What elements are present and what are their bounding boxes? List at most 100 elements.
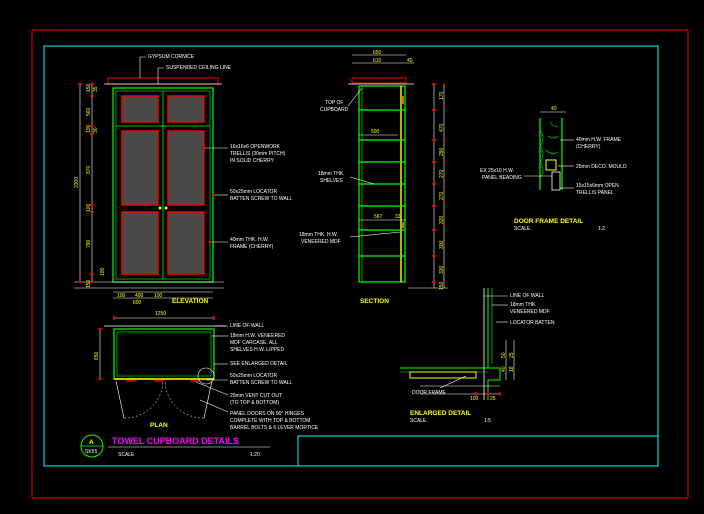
dim-label: 600 <box>133 300 142 306</box>
dim-label: 18 <box>509 366 515 372</box>
frame-detail-scale-label: SCALE <box>514 226 531 232</box>
dim-label: 170 <box>439 91 445 100</box>
enlarged-detail-callout <box>197 367 215 385</box>
dim-label: 650 <box>373 50 382 56</box>
note-enlarged: SEE ENLARGED DETAIL <box>230 361 288 367</box>
section-view: 650 610 40 500 567 33 170 470 290 270 27… <box>299 50 448 305</box>
plan-view: 1250 650 LINE OF WALL 18mm H.W. VENEERED… <box>94 311 319 431</box>
title-scale-value: 1:20 <box>250 452 260 458</box>
note-trellis-3: IN SOLID CHERRY <box>230 158 274 164</box>
gypsum-cornice <box>107 77 219 85</box>
enlarged-scale-label: SCALE <box>410 418 427 424</box>
note-ed-mdf-1: 18mm THK. <box>510 302 537 308</box>
dim-label: 40 <box>501 366 507 372</box>
dim-label: 40 <box>407 58 413 64</box>
dim-label: 290 <box>439 147 445 156</box>
dim-label: 100 <box>117 293 126 299</box>
frame-detail-scale-value: 1:2 <box>598 226 605 232</box>
plan-title: PLAN <box>150 422 168 429</box>
note-mdf-1: 18mm THK. H.W. <box>299 232 338 238</box>
note-plan-wall: LINE OF WALL <box>230 323 264 329</box>
enlarged-detail-view: 50 40 25 18 100 25 LINE OF WALL 18mm THK… <box>400 288 555 424</box>
dim-label: 300 <box>439 240 445 249</box>
note-ed-wall: LINE OF WALL <box>510 293 544 299</box>
door-frame-detail: 40 40mm H.W. FRAME (CHERRY) 25mm DECO. M… <box>480 106 627 232</box>
dim-label: 790 <box>86 239 92 248</box>
inner-border <box>43 45 659 467</box>
note-frame-2: (CHERRY) <box>576 144 601 150</box>
note-plan-locator-1: 50x25mm LOCATOR <box>230 373 277 379</box>
note-mdf-2: VENEERED MDF <box>301 239 341 245</box>
title-scale-label: SCALE <box>118 452 135 458</box>
note-trellis-1: 16x16x6 OPENWORK <box>230 144 281 150</box>
note-doors-3: BARREL BOLTS & 6 LEVER MORTICE <box>230 425 319 431</box>
note-shelves-1: 18mm THK. <box>318 171 345 177</box>
trellis-panels <box>121 95 205 275</box>
dim-label: 870 <box>86 165 92 174</box>
dim-label: 30 <box>93 127 99 133</box>
dim-label: 25 <box>490 396 496 402</box>
dim-label: 100 <box>154 293 163 299</box>
note-doors-1: PANEL DOORS ON 90° HINGES <box>230 411 305 417</box>
note-locator-1: 50x25mm LOCATOR <box>230 189 277 195</box>
enlarged-detail-title: ENLARGED DETAIL <box>410 410 471 417</box>
elevation-view: GYPSUM CORNICE SUSPENDED CEILING LINE 16… <box>74 54 293 306</box>
note-plan-locator-2: BATTEN SCREW TO WALL <box>230 380 293 386</box>
note-ed-door: DOOR FRAME <box>412 390 447 396</box>
frame-detail-title: DOOR FRAME DETAIL <box>514 218 583 225</box>
drawing-title-block: A SK55 TOWEL CUPBOARD DETAILS SCALE 1:20 <box>80 434 270 458</box>
note-frame-1: 40mm THK. H.W. <box>230 237 269 243</box>
dim-label: 25 <box>509 352 515 358</box>
note-carcase-3: SHELVES H.W. LIPPED <box>230 347 284 353</box>
note-doors-2: COMPLETE WITH TOP & BOTTOM <box>230 418 310 424</box>
note-top-2: CUPBOARD <box>320 107 349 113</box>
note-ed-mdf-2: VENEERED MDF <box>510 309 550 315</box>
dim-label: 560 <box>86 107 92 116</box>
dim-overall-height: 2300 <box>74 177 80 188</box>
note-cornice: GYPSUM CORNICE <box>148 54 195 60</box>
door-knob <box>158 206 162 210</box>
dim-label: 330 <box>439 265 445 274</box>
plan-carcase <box>113 328 215 380</box>
note-bead-2: PANEL BEADING <box>482 175 522 181</box>
dim-label: 33 <box>395 214 401 220</box>
dim-label: 150 <box>86 279 92 288</box>
note-vent-1: 25mm VENT CUT OUT <box>230 393 282 399</box>
note-shelves-2: SHELVES <box>320 178 343 184</box>
outer-border <box>31 29 689 499</box>
dim-label: 270 <box>439 169 445 178</box>
dim-label: 470 <box>439 123 445 132</box>
dim-label: 100 <box>86 124 92 133</box>
note-trellis-2: TRELLIS PANEL <box>576 190 614 196</box>
note-ceiling: SUSPENDED CEILING LINE <box>166 65 232 71</box>
note-carcase-2: MDF CARCASE. ALL <box>230 340 278 346</box>
door-knob <box>164 206 168 210</box>
title-letter: A <box>89 439 94 446</box>
dim-label: 50 <box>501 352 507 358</box>
note-carcase-1: 18mm H.W. VENEERED <box>230 333 285 339</box>
section-cornice <box>351 77 407 84</box>
plan-dim-depth: 650 <box>94 351 100 360</box>
dim-label: 567 <box>374 214 383 220</box>
plan-dim-width: 1250 <box>155 311 166 317</box>
dim-label: 150 <box>86 83 92 92</box>
note-vent-2: (TO TOP & BOTTOM) <box>230 400 279 406</box>
section-shelves <box>359 109 405 257</box>
enlarged-scale-value: 1:5 <box>484 418 491 424</box>
title-sheet: SK55 <box>85 449 97 455</box>
note-bead-1: EX 25x10 H.W. <box>480 168 514 174</box>
dim-label: 320 <box>439 215 445 224</box>
dim-label: 100 <box>100 267 106 276</box>
dim-label: 270 <box>439 191 445 200</box>
dim-label: 500 <box>371 129 380 135</box>
dim-label: 400 <box>135 293 144 299</box>
note-frame-1: 40mm H.W. FRAME <box>576 137 622 143</box>
note-trellis-2: TRELLIS (30mm PITCH) <box>230 151 286 157</box>
section-title: SECTION <box>360 298 389 305</box>
note-ed-batten: LOCATOR BATTEN <box>510 320 555 326</box>
note-locator-2: BATTEN SCREW TO WALL <box>230 196 293 202</box>
note-mould: 25mm DECO. MOULD <box>576 164 627 170</box>
note-trellis-1: 15x15x6mm OPEN <box>576 183 619 189</box>
